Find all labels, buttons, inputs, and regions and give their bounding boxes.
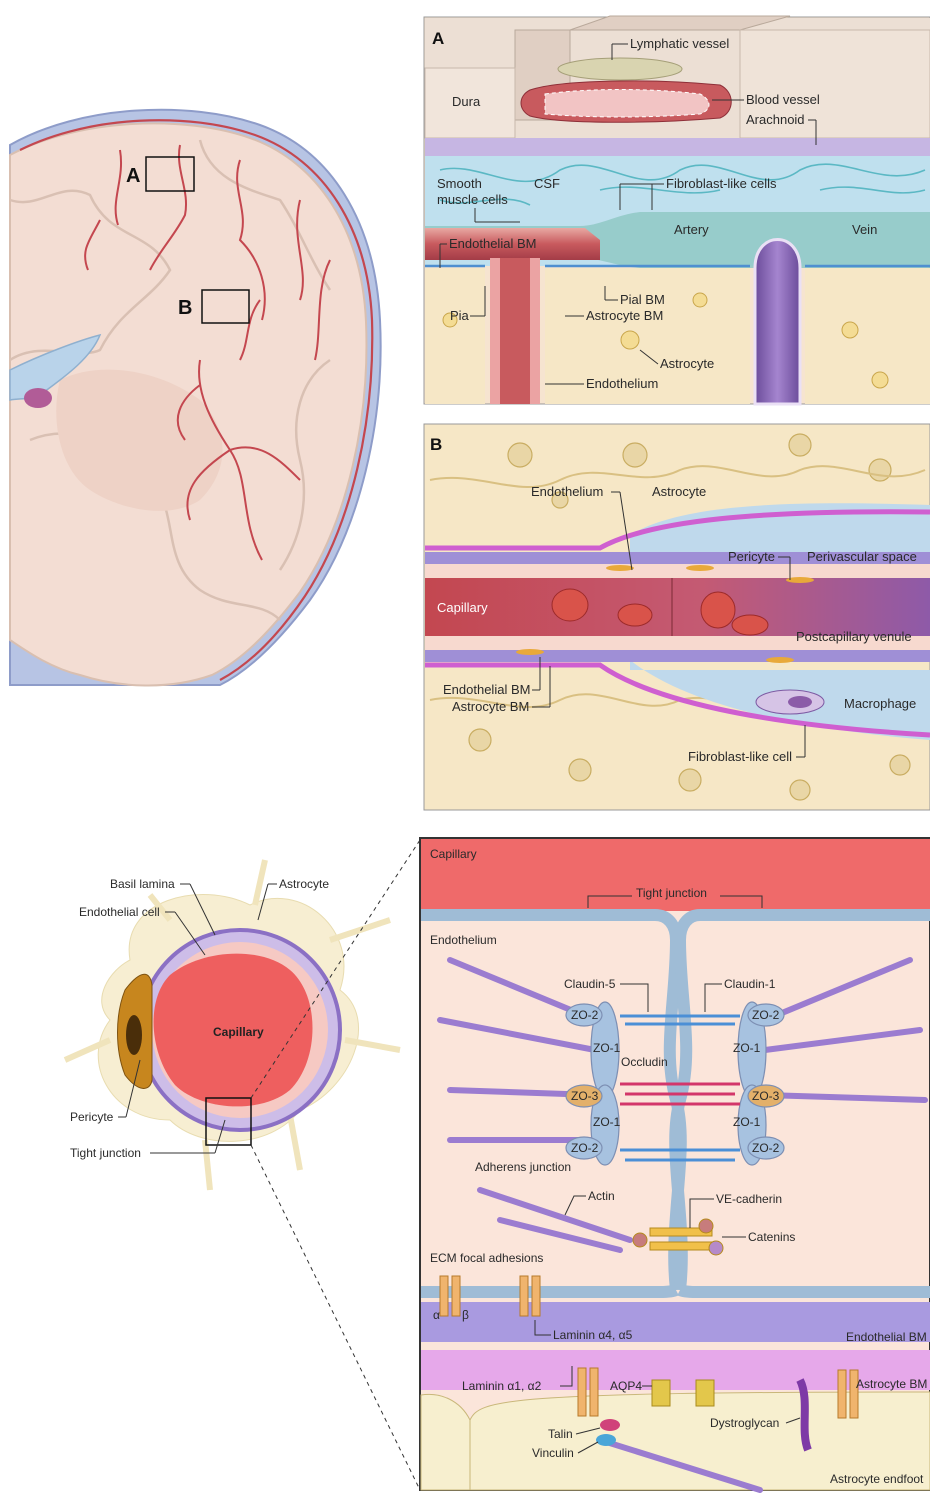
label-astrocyte-bm-jx: Astrocyte BM xyxy=(856,1377,927,1391)
label-zo1-l1: ZO-1 xyxy=(593,1041,621,1055)
label-dura: Dura xyxy=(452,94,481,109)
label-zo2-r1: ZO-2 xyxy=(752,1008,780,1022)
label-vinculin: Vinculin xyxy=(532,1446,574,1460)
blood-vessel-lumen xyxy=(545,90,709,118)
label-pericyte-cs: Pericyte xyxy=(70,1110,114,1124)
label-astrocyte-bm-a: Astrocyte BM xyxy=(586,308,663,323)
label-endothelium-b: Endothelium xyxy=(531,484,603,499)
label-zo1-r2: ZO-1 xyxy=(733,1115,761,1129)
label-smooth-muscle-1: Smooth xyxy=(437,176,482,191)
panel-b: B Endothelium Astrocyte Pericyte Perivas… xyxy=(424,424,930,810)
junction-detail: Capillary Tight junction Endothelium Cla… xyxy=(420,838,930,1490)
label-astrocyte-b: Astrocyte xyxy=(652,484,706,499)
label-claudin1: Claudin-1 xyxy=(724,977,776,991)
label-zo2-l2: ZO-2 xyxy=(571,1141,599,1155)
label-aqp4: AQP4 xyxy=(610,1379,642,1393)
brain-coronal-section: A B xyxy=(10,110,381,686)
label-claudin5: Claudin-5 xyxy=(564,977,616,991)
label-catenins: Catenins xyxy=(748,1230,795,1244)
endothelial-bm-b-bottom xyxy=(425,650,930,662)
label-capillary-cs: Capillary xyxy=(213,1025,264,1039)
capillary-cross-section: Basil lamina Astrocyte Endothelial cell … xyxy=(65,840,420,1490)
panel-b-letter: B xyxy=(430,435,442,454)
zoom-line-bottom xyxy=(251,1145,420,1490)
label-perivascular-space: Perivascular space xyxy=(807,549,917,564)
label-endothelium-jx: Endothelium xyxy=(430,933,497,947)
label-artery: Artery xyxy=(674,222,709,237)
panel-a-letter: A xyxy=(432,29,444,48)
talin-shape xyxy=(600,1419,620,1431)
capillary-band xyxy=(421,839,930,911)
label-macrophage: Macrophage xyxy=(844,696,916,711)
label-astrocyte-a: Astrocyte xyxy=(660,356,714,371)
label-ve-cadherin: VE-cadherin xyxy=(716,1192,782,1206)
vein xyxy=(755,240,800,405)
label-capillary-jx: Capillary xyxy=(430,847,477,861)
label-astrocyte-bm-b: Astrocyte BM xyxy=(452,699,529,714)
label-zo1-l2: ZO-1 xyxy=(593,1115,621,1129)
brain-parenchyma-right xyxy=(805,268,930,404)
label-pial-bm: Pial BM xyxy=(620,292,665,307)
label-fibroblast-like-cell: Fibroblast-like cell xyxy=(688,749,792,764)
label-laminin-a1a2: Laminin α1, α2 xyxy=(462,1379,542,1393)
label-zo3-l: ZO-3 xyxy=(571,1089,599,1103)
label-adherens-junction: Adherens junction xyxy=(475,1160,571,1174)
label-csf: CSF xyxy=(534,176,560,191)
label-zo2-l1: ZO-2 xyxy=(571,1008,599,1022)
label-smooth-muscle-2: muscle cells xyxy=(437,192,508,207)
label-tight-junction-jx: Tight junction xyxy=(636,886,707,900)
label-ecm-focal-adhesions: ECM focal adhesions xyxy=(430,1251,543,1265)
arachnoid-layer xyxy=(425,138,930,156)
label-vein: Vein xyxy=(852,222,877,237)
label-astrocyte-cs: Astrocyte xyxy=(279,877,329,891)
marker-a: A xyxy=(126,165,140,187)
label-pia: Pia xyxy=(450,308,470,323)
label-endothelium-a: Endothelium xyxy=(586,376,658,391)
label-beta: β xyxy=(462,1308,469,1322)
choroid-plexus xyxy=(24,388,52,408)
label-dystroglycan: Dystroglycan xyxy=(710,1416,779,1430)
label-alpha: α xyxy=(433,1308,440,1322)
brain-parenchyma xyxy=(425,268,485,404)
label-postcapillary-venule: Postcapillary venule xyxy=(796,629,912,644)
label-talin: Talin xyxy=(548,1427,573,1441)
label-zo1-r1: ZO-1 xyxy=(733,1041,761,1055)
label-endothelial-bm-a: Endothelial BM xyxy=(449,236,536,251)
label-fibroblast-like-cells: Fibroblast-like cells xyxy=(666,176,777,191)
label-capillary-b: Capillary xyxy=(437,600,488,615)
label-blood-vessel: Blood vessel xyxy=(746,92,820,107)
label-laminin-a4a5: Laminin α4, α5 xyxy=(553,1328,633,1342)
label-endothelial-bm-b: Endothelial BM xyxy=(443,682,530,697)
vinculin-shape xyxy=(596,1434,616,1446)
marker-b: B xyxy=(178,297,192,319)
label-lymphatic-vessel: Lymphatic vessel xyxy=(630,36,729,51)
membrane-bottom xyxy=(421,1290,930,1292)
label-tight-junction-cs: Tight junction xyxy=(70,1146,141,1160)
capillary-lumen xyxy=(425,578,930,636)
label-astrocyte-endfoot: Astrocyte endfoot xyxy=(830,1472,924,1486)
label-arachnoid: Arachnoid xyxy=(746,112,805,127)
endothelium-b xyxy=(425,564,930,578)
label-zo2-r2: ZO-2 xyxy=(752,1141,780,1155)
label-actin: Actin xyxy=(588,1189,615,1203)
panel-a: A Lymphatic vessel Dura Blood vessel Ara… xyxy=(424,16,930,404)
label-zo3-r: ZO-3 xyxy=(752,1089,780,1103)
label-occludin: Occludin xyxy=(621,1055,668,1069)
label-endothelial-cell: Endothelial cell xyxy=(79,905,160,919)
label-endothelial-bm-jx: Endothelial BM xyxy=(846,1330,927,1344)
penetrating-artery-core xyxy=(500,258,530,404)
label-basil-lamina: Basil lamina xyxy=(110,877,175,891)
label-pericyte-b: Pericyte xyxy=(728,549,775,564)
lymphatic-vessel xyxy=(558,58,682,80)
